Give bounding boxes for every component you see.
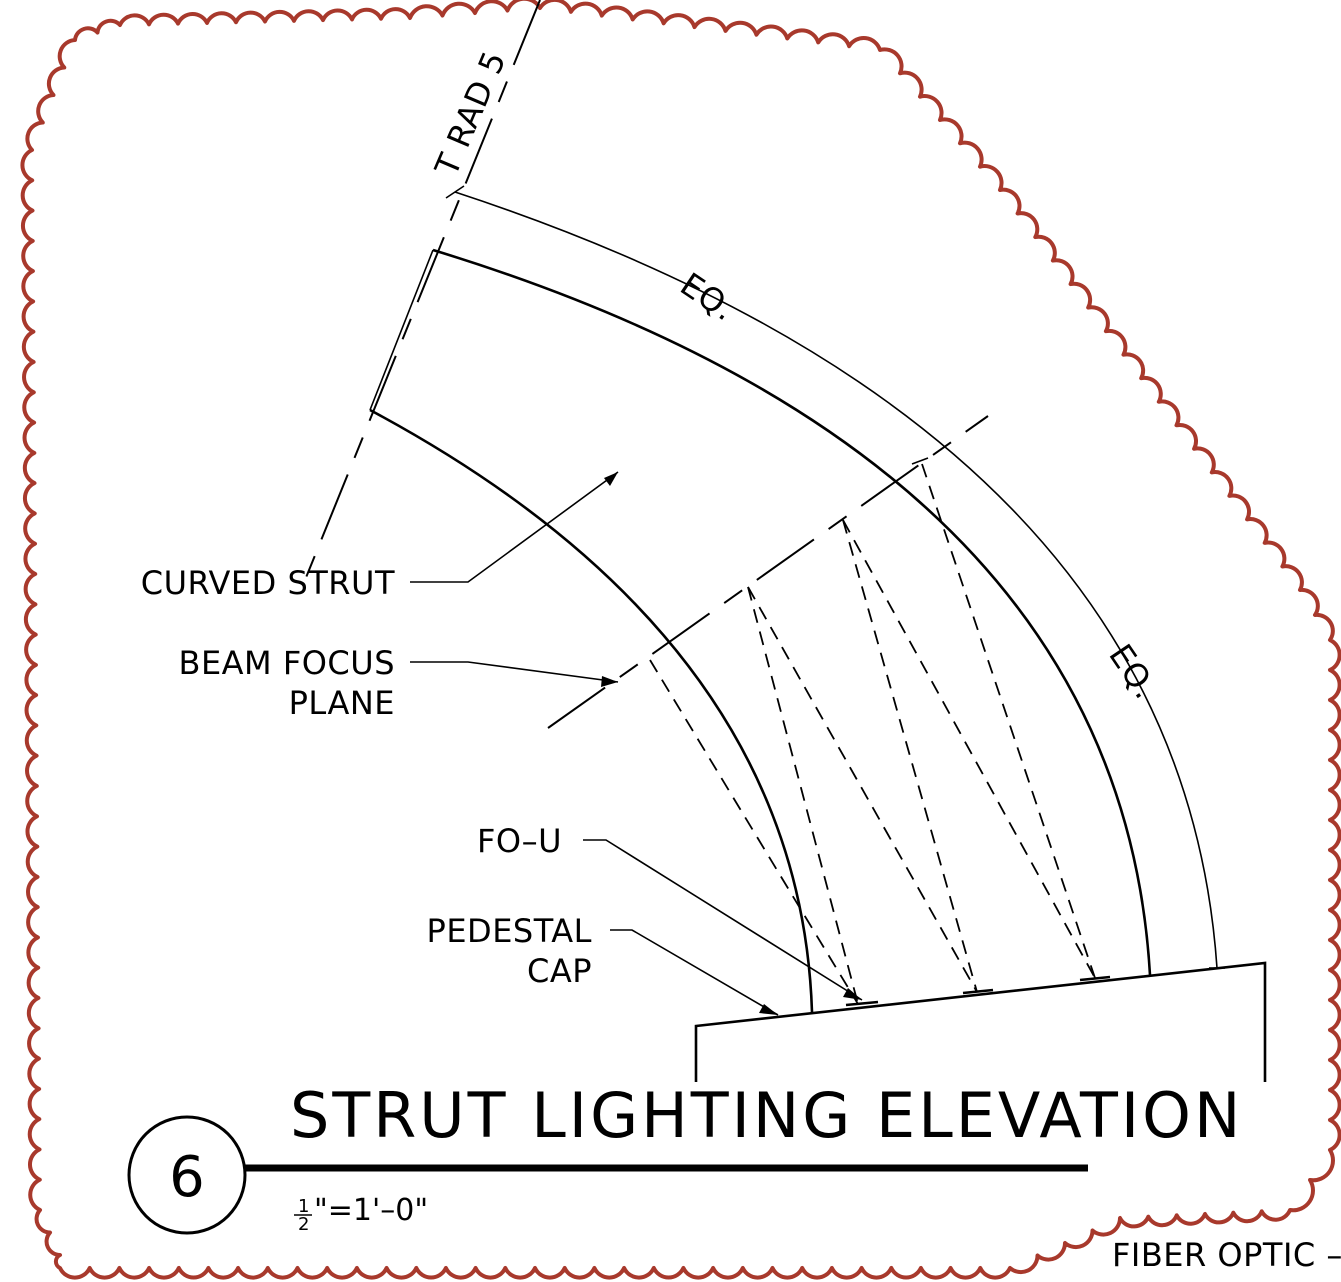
scale-suffix: "=1'–0" (314, 1193, 428, 1228)
dimension-arc (454, 191, 1218, 969)
scale-numerator: 1 (298, 1196, 309, 1217)
eq-label-right: EQ. (1101, 637, 1164, 706)
fo-u-label: FO–U (477, 822, 562, 860)
strut-outer-arc (432, 248, 1152, 976)
beam-focus-label-line1: BEAM FOCUS (178, 644, 395, 682)
detail-number-circle (127, 1115, 247, 1235)
dim-tick-mid (911, 457, 929, 465)
pedestal-cap-leader (610, 929, 779, 1016)
beam-focus-plane-line (547, 415, 989, 729)
beam-focus-label-line2: PLANE (289, 684, 395, 722)
revision-cloud (20, 0, 1341, 1280)
pedestal-cap-arrowhead (759, 1004, 778, 1015)
radius-label: T RAD 5 (427, 45, 514, 182)
curved-strut-leader (410, 471, 619, 583)
strut-end-line (369, 249, 434, 411)
pedestal-cap-label-line2: CAP (527, 952, 592, 990)
fixture-3 (1079, 975, 1111, 982)
fo-u-leader (583, 839, 863, 1001)
radius-center-line (304, 0, 541, 581)
fixture-1 (845, 1000, 879, 1007)
light-beams (649, 463, 1096, 1005)
dim-tick-top (445, 185, 465, 199)
fixture-2 (962, 988, 994, 995)
beam-focus-leader (410, 661, 619, 683)
pedestal-cap (694, 961, 1267, 1082)
eq-label-upper: EQ. (674, 265, 743, 328)
beam-focus-arrowhead (601, 676, 618, 687)
pedestal-cap-label-line1: PEDESTAL (427, 912, 592, 950)
detail-number: 6 (169, 1145, 205, 1210)
curved-strut-arrowhead (604, 472, 618, 486)
fiber-optic-label: FIBER OPTIC – (1112, 1236, 1341, 1274)
fo-u-arrowhead (843, 988, 862, 1000)
drawing-title: STRUT LIGHTING ELEVATION (290, 1079, 1243, 1152)
scale-denominator: 2 (298, 1214, 309, 1235)
curved-strut-label: CURVED STRUT (141, 564, 395, 602)
